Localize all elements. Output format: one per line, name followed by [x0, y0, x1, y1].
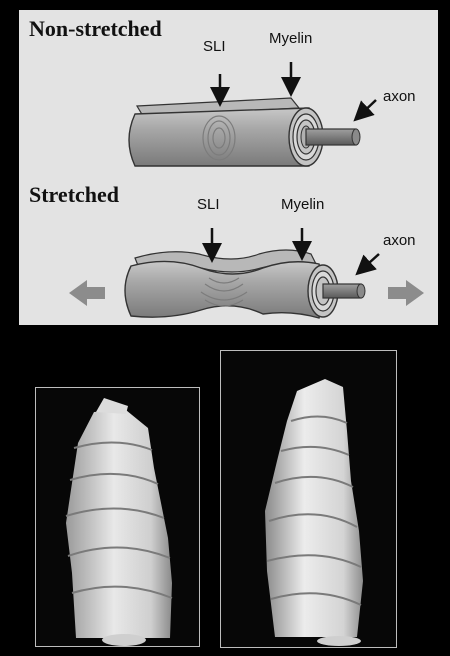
right-bandage-photo [220, 350, 397, 648]
stretch-right-arrow-icon [388, 280, 424, 306]
non-stretched-axon [306, 129, 360, 145]
stretch-left-arrow-icon [69, 280, 105, 306]
stretched-myelin-label: Myelin [281, 196, 324, 213]
non-stretched-sli-label: SLI [203, 38, 226, 55]
stretched-axon-arrow [359, 254, 379, 272]
stretched-axon [323, 284, 365, 298]
stretched-sli-label: SLI [197, 196, 220, 213]
stretched-axon-label: axon [383, 232, 416, 249]
non-stretched-axon-arrow [357, 100, 376, 118]
non-stretched-myelin-label: Myelin [269, 30, 312, 47]
non-stretched-sheath [129, 98, 360, 166]
non-stretched-axon-label: axon [383, 88, 416, 105]
schematic-drawing [19, 10, 438, 325]
stretched-heading: Stretched [29, 182, 119, 208]
stretched-bandage-model-photo-icon [221, 351, 396, 647]
wrapped-bandage-model-photo-icon [36, 388, 199, 646]
non-stretched-heading: Non-stretched [29, 16, 162, 42]
stretched-sheath [125, 250, 365, 318]
left-bandage-photo [35, 387, 200, 647]
schematic-panel: Non-stretched SLI Myelin axon Stretched … [19, 10, 438, 325]
